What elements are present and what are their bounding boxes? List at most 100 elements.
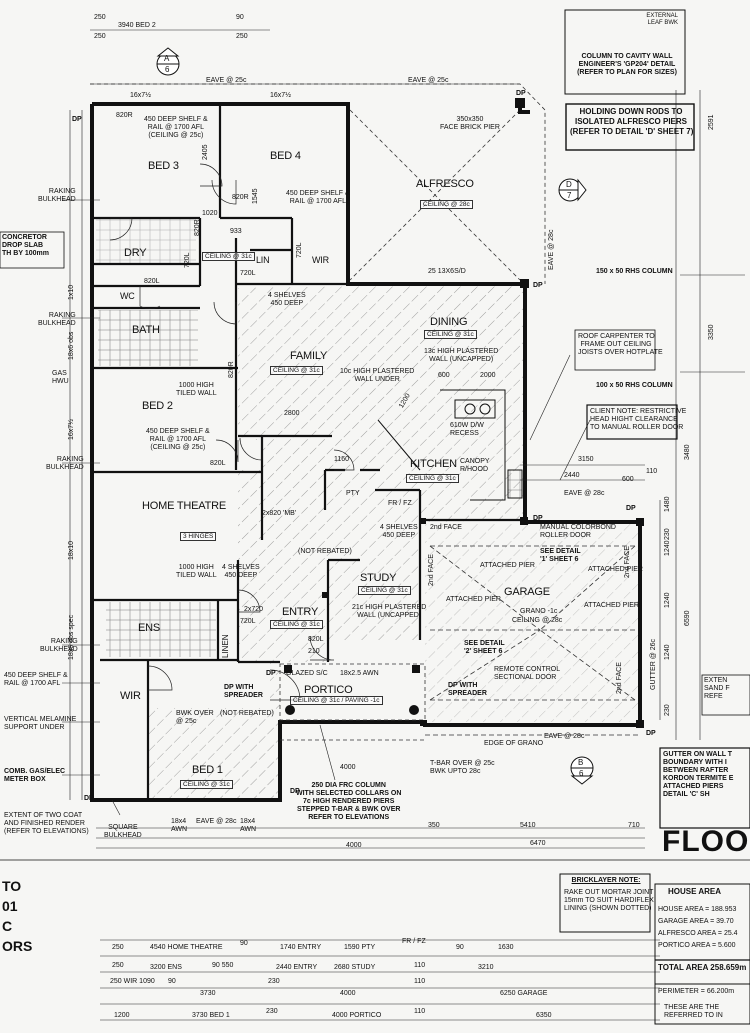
eave-bottom: EAVE @ 28c xyxy=(544,733,585,740)
dim-dining-2000: 2000 xyxy=(480,372,496,379)
room-ens: ENS xyxy=(138,622,161,634)
dim-right-1240-b: 1240 xyxy=(664,592,671,608)
room-kitchen: KITCHEN xyxy=(410,458,457,470)
note-rhs-150: 150 x 50 RHS COLUMN xyxy=(596,268,673,275)
title-block-partial: TO 01 C ORS xyxy=(2,878,33,954)
note-frc-column: 250 DIA FRC COLUMN WITH SELECTED COLLARS… xyxy=(296,782,402,821)
sched-2-d: 2440 ENTRY xyxy=(276,964,318,971)
dim-bed4-2: 1545 xyxy=(252,188,259,204)
note-remote-door: REMOTE CONTROL SECTIONAL DOOR xyxy=(494,666,561,681)
note-vertical-melamine: VERTICAL MELAMINE SUPPORT UNDER xyxy=(4,716,77,731)
note-roof-carpenter: ROOF CARPENTER TO FRAME OUT CEILING JOIS… xyxy=(578,333,663,356)
sched-4-d: 4000 PORTICO xyxy=(332,1012,382,1019)
dp-marker-1: DP xyxy=(516,90,526,97)
note-tiled-wall-bed2: 1000 HIGH TILED WALL xyxy=(176,382,217,397)
sched-2-b: 3200 ENS xyxy=(150,964,182,971)
tiles-dry xyxy=(96,218,196,264)
door-code-3: 720L xyxy=(184,252,191,268)
dim-bed4-4: 933 xyxy=(230,228,242,235)
note-concretor: CONCRETOR DROP SLAB TH BY 100mm xyxy=(2,234,49,257)
dim-top-3: 90 xyxy=(236,14,244,21)
window-top-2: 16x7½ xyxy=(270,92,292,99)
marker-d-letter: D xyxy=(566,180,572,189)
dim-top-1: 250 xyxy=(94,14,106,21)
room-entry: ENTRY xyxy=(282,606,319,618)
note-extent-render: EXTENT OF TWO COAT AND FINISHED RENDER (… xyxy=(4,812,89,835)
sched-1-b: 4540 HOME THEATRE xyxy=(150,944,223,951)
house-area-title: HOUSE AREA xyxy=(668,887,722,896)
note-dp-spreader-2: DP WITH SPREADER xyxy=(448,682,487,697)
note-client: CLIENT NOTE: RESTRICTIVE HEAD HIGHT CLEA… xyxy=(590,408,687,431)
dim-bottom-710: 710 xyxy=(628,822,640,829)
room-lin: LIN xyxy=(256,255,270,265)
dim-top-4: 250 xyxy=(94,33,106,40)
sched-1-a: 250 xyxy=(112,944,124,951)
marker-b-sheet: 6 xyxy=(579,769,584,778)
note-extend: EXTEN SAND F REFE xyxy=(704,677,730,700)
note-sd-ref: 2x820 'MB' xyxy=(262,510,297,517)
dim-right-230-b: 230 xyxy=(664,704,671,716)
room-portico: PORTICO xyxy=(304,684,353,696)
dim-garage-600: 600 xyxy=(622,476,634,483)
dim-garage-110: 110 xyxy=(646,468,658,475)
ceiling-entry: CEILING @ 31c xyxy=(270,620,323,629)
sched-4-f: 6350 xyxy=(536,1012,552,1019)
note-cavity: COLUMN TO CAVITY WALL ENGINEER'S 'GP204'… xyxy=(577,53,677,76)
note-bwk-over: BWK OVER @ 25c xyxy=(176,710,214,725)
window-bath: 18x6 obs xyxy=(68,331,75,360)
dim-garage-2440: 2440 xyxy=(564,472,580,479)
dim-bottom-4000: 4000 xyxy=(346,842,362,849)
room-home-theatre: HOME THEATRE xyxy=(142,500,226,512)
dp-marker-5: DP xyxy=(626,505,636,512)
window-awn-2: 18x4 AWN xyxy=(240,818,257,833)
dim-right-3480: 3480 xyxy=(684,444,691,460)
note-gutter-on-wall: GUTTER ON WALL T BOUNDARY WITH I BETWEEN… xyxy=(663,751,734,798)
leader-lines xyxy=(62,199,591,816)
ceiling-dining: CEILING @ 31c xyxy=(424,330,477,339)
note-second-face-3: 2nd FACE xyxy=(624,546,631,578)
room-bed-1: BED 1 xyxy=(192,764,223,776)
dim-bottom-6470: 6470 xyxy=(530,840,546,847)
ceiling-family: CEILING @ 31c xyxy=(270,366,323,375)
dim-garage-3150: 3150 xyxy=(578,456,594,463)
dp-marker-3: DP xyxy=(533,282,543,289)
sched-1-d: 1740 ENTRY xyxy=(280,944,322,951)
note-square-bulkhead: SQUARE BULKHEAD xyxy=(104,824,142,839)
note-edge-grano: EDGE OF GRANO xyxy=(484,740,544,747)
dim-bottom-350: 350 xyxy=(428,822,440,829)
house-area-row-4: PORTICO AREA = 5.600 xyxy=(658,942,736,949)
ceiling-portico: CEILING @ 31c / PAVING -1c xyxy=(290,696,383,705)
note-shelf-bed4: 450 DEEP SHELF & RAIL @ 1700 AFL xyxy=(286,190,350,205)
note-gas-elec: COMB. GAS/ELEC METER BOX xyxy=(4,768,66,783)
note-attached-pier-1: ATTACHED PIER xyxy=(480,562,535,569)
note-gutter: GUTTER @ 26c xyxy=(650,638,657,690)
eave-garage: EAVE @ 28c xyxy=(564,490,605,497)
house-area-total: TOTAL AREA 258.659m xyxy=(658,963,747,972)
room-alfresco: ALFRESCO xyxy=(416,178,474,190)
sched-3-c: 3730 xyxy=(200,990,216,997)
note-rhs-100: 100 x 50 RHS COLUMN xyxy=(596,382,673,389)
sched-1-g: 90 xyxy=(456,944,464,951)
note-t-bar: T-BAR OVER @ 25c BWK UPTO 28c xyxy=(430,760,495,775)
dim-right-2591: 2591 xyxy=(708,114,715,130)
garage-grano: GRANO -1c xyxy=(520,608,558,615)
note-holding-down: HOLDING DOWN RODS TO ISOLATED ALFRESCO P… xyxy=(570,107,694,136)
dp-marker-2: DP xyxy=(72,116,82,123)
room-bed-4: BED 4 xyxy=(270,150,301,162)
ceiling-study: CEILING @ 31c xyxy=(358,586,411,595)
note-canopy: CANOPY R/HOOD xyxy=(460,458,490,473)
dimension-lines xyxy=(69,29,745,1021)
window-top-1: 16x7½ xyxy=(130,92,152,99)
door-code-11: 820L xyxy=(308,636,324,643)
window-awn-1: 18x4 AWN xyxy=(171,818,188,833)
sched-4-a: 1200 xyxy=(114,1012,130,1019)
room-dining: DINING xyxy=(430,316,468,328)
ceiling-bed-1: CEILING @ 31c xyxy=(180,780,233,789)
note-plastered-family: 10c HIGH PLASTERED WALL UNDER xyxy=(340,368,415,383)
room-garage: GARAGE xyxy=(504,586,550,598)
note-glazed-sc: GLAZED S/C xyxy=(286,670,328,677)
ceiling-alfresco: CEILING @ 28c xyxy=(420,200,473,209)
note-face-brick-pier: 350x350 FACE BRICK PIER xyxy=(440,116,500,131)
dp-marker-9: DP xyxy=(266,670,276,677)
